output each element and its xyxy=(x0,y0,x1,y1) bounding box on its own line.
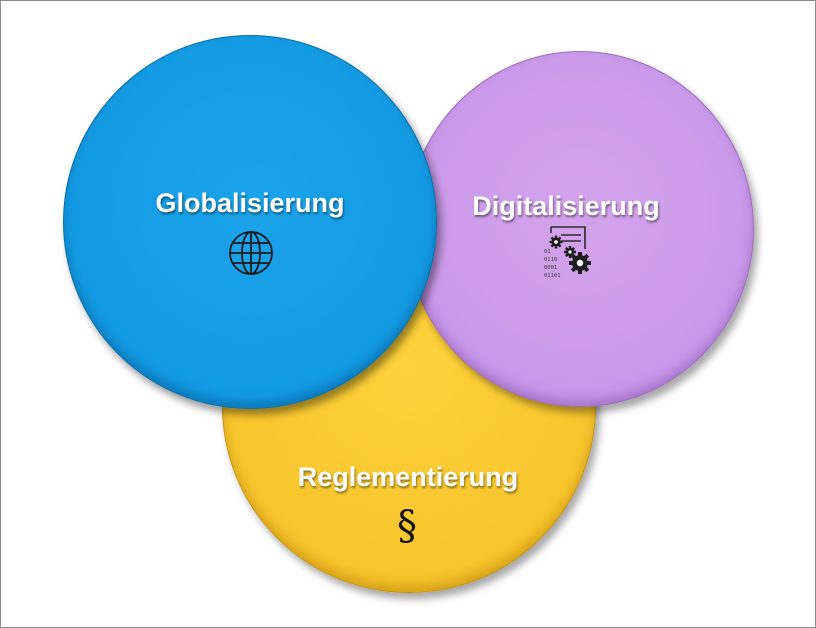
binary-text-line: 01101 xyxy=(544,273,561,279)
globalisierung-label: Globalisierung xyxy=(155,188,345,218)
globalisierung-circle xyxy=(63,35,437,409)
paragraph-icon: § xyxy=(397,503,417,549)
binary-text-line: 0001 xyxy=(544,265,557,271)
globe-icon xyxy=(229,231,273,275)
digitalisierung-circle xyxy=(406,51,754,407)
binary-text-line: 01 xyxy=(544,249,551,255)
binary-text-line: 0110 xyxy=(544,257,557,263)
reglementierung-label: Reglementierung xyxy=(297,462,519,492)
binary-gears-icon: 01 0110 0001 01101 xyxy=(544,226,591,279)
digitalisierung-label: Digitalisierung xyxy=(472,191,660,221)
